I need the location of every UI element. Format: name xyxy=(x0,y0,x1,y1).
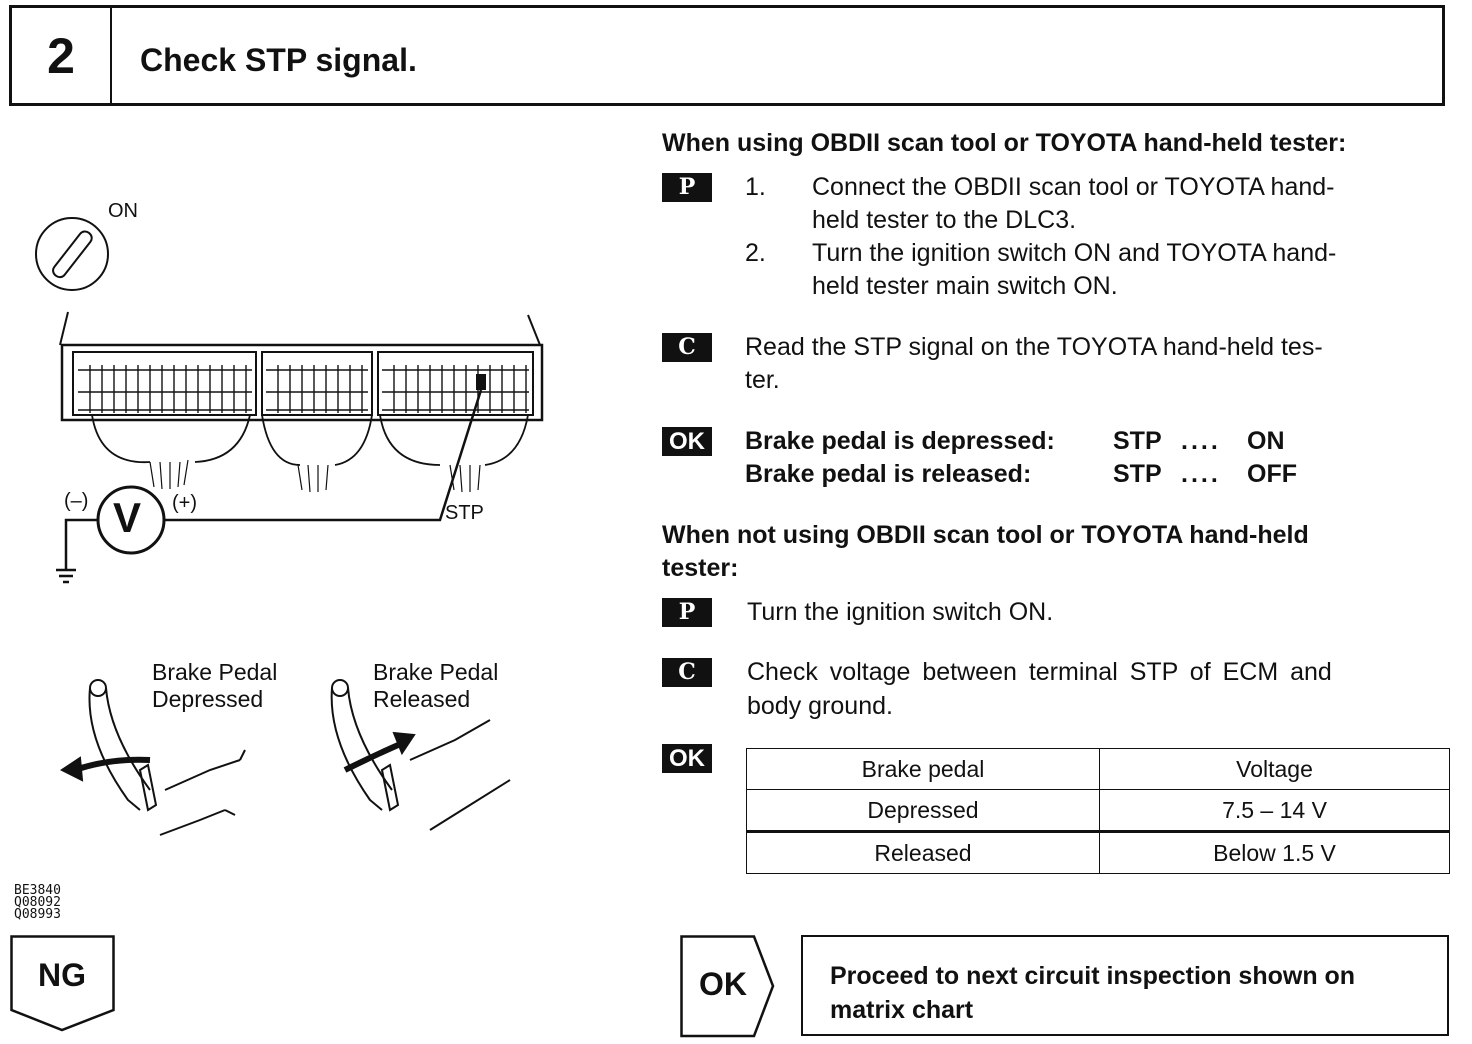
section2-heading-line2: tester: xyxy=(662,554,739,582)
pedal-depressed-icon xyxy=(60,679,246,836)
badge-prepare-2: P xyxy=(662,598,712,627)
ng-label: NG xyxy=(38,957,86,993)
table-row: Released Below 1.5 V xyxy=(746,830,1450,874)
table-cell: Below 1.5 V xyxy=(1099,830,1450,874)
badge-check-2: C xyxy=(662,658,712,687)
step-title: Check STP signal. xyxy=(140,42,417,78)
step-2-line1: Turn the ignition switch ON and TOYOTA h… xyxy=(812,239,1337,267)
pedal-released-label-1: Brake Pedal xyxy=(373,659,499,685)
figure-code: BE3840 xyxy=(14,883,61,898)
ignition-switch-icon xyxy=(35,217,109,291)
step-number: 2 xyxy=(47,27,75,84)
result-1-state: ON xyxy=(1247,427,1285,455)
ok-flow-box xyxy=(680,935,775,1038)
minus-terminal-label: (–) xyxy=(64,490,89,512)
pedal-released-label-2: Released xyxy=(373,686,471,712)
result-2-condition: Brake pedal is released: xyxy=(745,460,1032,488)
result-2-signal: STP xyxy=(1113,460,1162,488)
stp-terminal-label: STP xyxy=(445,502,484,524)
header-divider xyxy=(110,8,112,103)
check-line2: ter. xyxy=(745,366,780,394)
check-line1: Read the STP signal on the TOYOTA hand-h… xyxy=(745,333,1323,361)
result-1-condition: Brake pedal is depressed: xyxy=(745,427,1055,455)
table-header-cell: Brake pedal xyxy=(746,748,1100,790)
ok-label: OK xyxy=(699,966,747,1002)
wiring-figure xyxy=(35,217,544,836)
figure-code: Q08092 xyxy=(14,895,61,910)
voltage-table: Brake pedal Voltage Depressed 7.5 – 14 V… xyxy=(746,748,1450,874)
table-header-row: Brake pedal Voltage xyxy=(746,748,1450,790)
badge-prepare: P xyxy=(662,173,712,202)
step-1-line2: held tester to the DLC3. xyxy=(812,206,1077,234)
ok-action-box: Proceed to next circuit inspection shown… xyxy=(801,935,1449,1036)
ok-action-line1: Proceed to next circuit inspection shown… xyxy=(830,962,1356,990)
ignition-on-label: ON xyxy=(108,200,138,222)
table-cell: Released xyxy=(746,830,1100,874)
table-cell: Depressed xyxy=(746,789,1100,832)
check2-line2: body ground. xyxy=(747,692,893,720)
check2-line1: Check voltage between terminal STP of EC… xyxy=(747,658,1332,686)
step-header: 2 Check STP signal. xyxy=(9,5,1445,106)
voltmeter-label: V xyxy=(113,494,142,541)
pedal-released-icon xyxy=(330,679,511,831)
pedal-depressed-label-2: Depressed xyxy=(152,686,264,712)
pedal-depressed-label-1: Brake Pedal xyxy=(152,659,278,685)
result-1-dots: .... xyxy=(1181,427,1221,455)
plus-terminal-label: (+) xyxy=(172,492,197,514)
result-2-dots: .... xyxy=(1181,460,1221,488)
table-row: Depressed 7.5 – 14 V xyxy=(746,789,1450,832)
badge-ok-2: OK xyxy=(662,744,712,773)
badge-ok: OK xyxy=(662,427,712,456)
step-2-num: 2. xyxy=(745,239,766,267)
ng-flow-box xyxy=(10,935,115,1032)
table-header-cell: Voltage xyxy=(1099,748,1450,790)
prep-text: Turn the ignition switch ON. xyxy=(747,598,1054,626)
section1-heading: When using OBDII scan tool or TOYOTA han… xyxy=(662,129,1347,157)
figure-code: Q08993 xyxy=(14,907,61,922)
result-1-signal: STP xyxy=(1113,427,1162,455)
voltmeter-icon xyxy=(56,485,166,584)
step-2-line2: held tester main switch ON. xyxy=(812,272,1118,300)
probe-wire xyxy=(165,389,483,522)
ok-action-line2: matrix chart xyxy=(830,996,974,1024)
result-2-state: OFF xyxy=(1247,460,1297,488)
table-cell: 7.5 – 14 V xyxy=(1099,789,1450,832)
step-1-num: 1. xyxy=(745,173,766,201)
badge-check: C xyxy=(662,333,712,362)
section2-heading-line1: When not using OBDII scan tool or TOYOTA… xyxy=(662,521,1309,549)
ecm-connector-icon xyxy=(59,311,544,493)
step-1-line1: Connect the OBDII scan tool or TOYOTA ha… xyxy=(812,173,1335,201)
